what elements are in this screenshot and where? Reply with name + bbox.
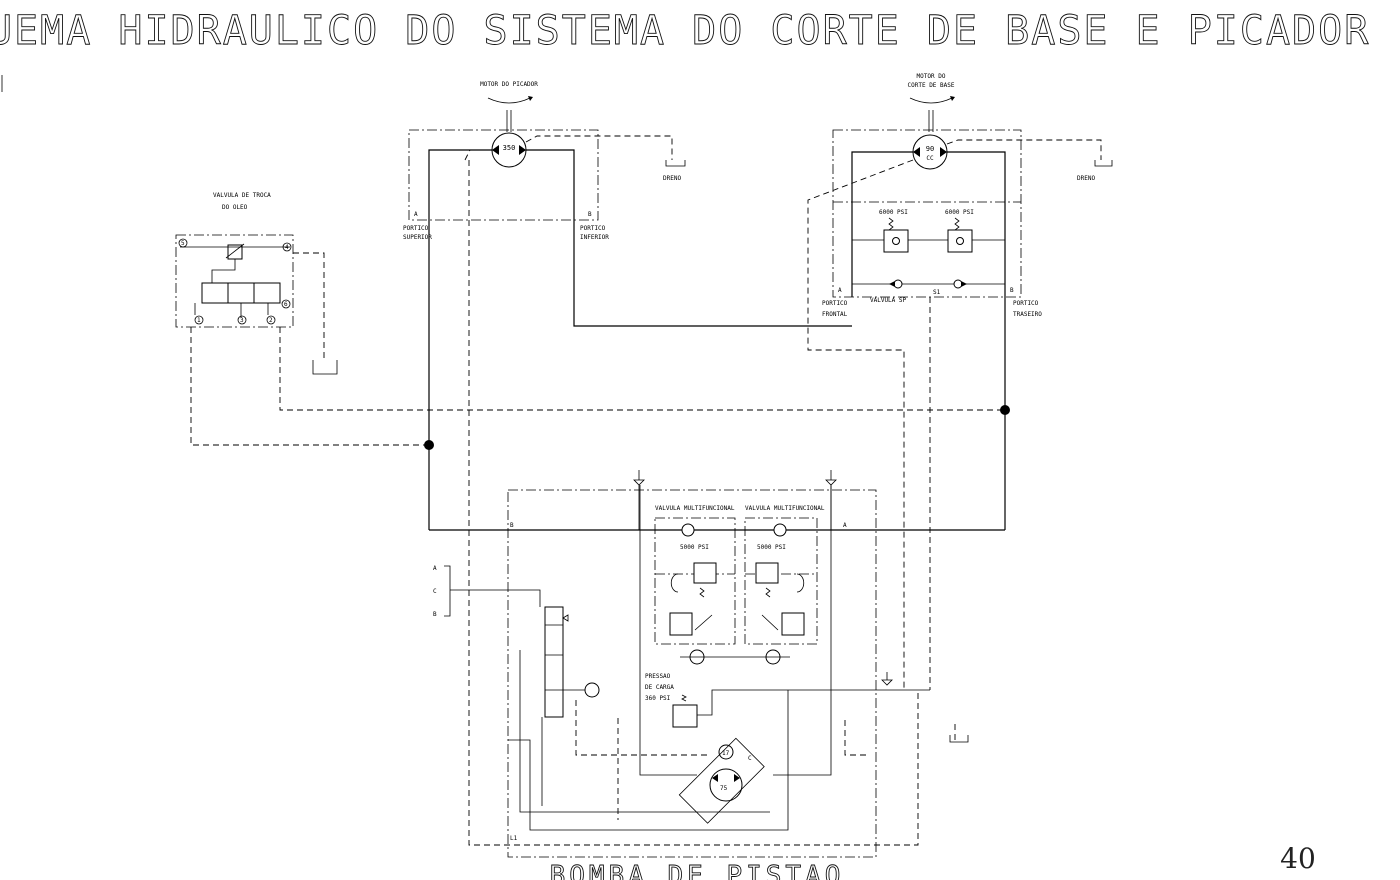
svg-text:17: 17 <box>722 750 730 757</box>
svg-text:A: A <box>433 565 437 572</box>
chopper-motor-displacement: 350 <box>503 144 516 152</box>
base-cutter-label-1: MOTOR DO <box>917 73 946 80</box>
junction-dot <box>424 440 434 450</box>
svg-text:C: C <box>748 755 752 762</box>
relief-5000-right: 5000 PSI <box>757 544 786 551</box>
svg-text:A: A <box>843 522 847 529</box>
charge-pump <box>718 744 734 760</box>
svg-text:B: B <box>433 611 437 618</box>
rotation-arrow <box>487 97 531 104</box>
multifunction-valve-right-label: VALVULA MULTIFUNCIONAL <box>745 505 825 512</box>
schematic-title: ESQUEMA HIDRAULICO DO SISTEMA DO CORTE D… <box>0 8 1370 54</box>
junction-dot <box>1000 405 1010 415</box>
svg-text:C: C <box>433 588 437 595</box>
relief-6000-left: 6000 PSI <box>879 209 908 216</box>
svg-text:A: A <box>414 211 418 218</box>
svg-text:75: 75 <box>720 785 728 792</box>
chopper-motor-housing <box>408 129 599 221</box>
svg-text:CC: CC <box>926 155 934 162</box>
svg-text:S1: S1 <box>933 289 941 296</box>
piston-pump-group: B A L1 VALVULA MULTIFUNCIONAL VALVULA MU… <box>433 470 969 858</box>
svg-text:4: 4 <box>285 244 289 251</box>
svg-text:3: 3 <box>240 317 244 324</box>
pump-housing <box>507 489 877 858</box>
svg-text:SUPERIOR: SUPERIOR <box>403 234 432 241</box>
svg-text:2: 2 <box>269 317 273 324</box>
charge-pressure-label-2: DE CARGA <box>645 684 674 691</box>
page-number: 40 <box>1280 842 1316 875</box>
svg-text:FRONTAL: FRONTAL <box>822 311 848 318</box>
base-cutter-drain-label: DRENO <box>1077 175 1095 182</box>
port-superior-label: PORTICO <box>403 225 429 232</box>
port-inferior-label: PORTICO <box>580 225 606 232</box>
relief-5000-left: 5000 PSI <box>680 544 709 551</box>
base-cutter-housing <box>832 129 1022 298</box>
oil-valve-label-1: VALVULA DE TROCA <box>213 192 271 199</box>
chopper-motor-label: MOTOR DO PICADOR <box>480 81 538 88</box>
valve-sp-label: VALVULA SP <box>870 297 907 304</box>
svg-text:5: 5 <box>181 240 185 247</box>
port-traseiro-label: PORTICO <box>1013 300 1039 307</box>
oil-valve-housing <box>175 234 294 328</box>
svg-text:B: B <box>510 522 514 529</box>
pump-title: BOMBA DE PISTAO <box>550 861 845 880</box>
chopper-motor-group: MOTOR DO PICADOR 350 DRENO A B PORTICO S… <box>403 81 852 530</box>
base-cutter-label-2: CORTE DE BASE <box>908 82 955 89</box>
chopper-drain-label: DRENO <box>663 175 681 182</box>
chopper-line-b <box>526 149 852 327</box>
multifunction-valve-left-label: VALVULA MULTIFUNCIONAL <box>655 505 735 512</box>
relief-6000-right: 6000 PSI <box>945 209 974 216</box>
charge-relief-valve <box>672 704 698 728</box>
svg-text:B: B <box>1010 287 1014 294</box>
oil-exchange-valve-group: VALVULA DE TROCA DO OLEO 5 4 6 1 3 2 <box>175 192 1005 446</box>
chopper-line-a <box>428 149 492 530</box>
svg-text:90: 90 <box>926 145 934 153</box>
svg-text:B: B <box>588 211 592 218</box>
control-spool <box>544 606 564 718</box>
svg-text:INFERIOR: INFERIOR <box>580 234 609 241</box>
oil-valve-label-2: DO OLEO <box>222 204 248 211</box>
charge-pressure-label-3: 360 PSI <box>645 695 671 702</box>
svg-text:1: 1 <box>197 317 201 324</box>
svg-text:6: 6 <box>284 301 288 308</box>
port-frontal-label: PORTICO <box>822 300 848 307</box>
charge-pressure-label-1: PRESSAO <box>645 673 671 680</box>
svg-text:TRASEIRO: TRASEIRO <box>1013 311 1042 318</box>
base-cutter-motor-group: MOTOR DO CORTE DE BASE 90 CC DRENO 6000 … <box>807 73 1113 690</box>
svg-text:L1: L1 <box>510 835 518 842</box>
svg-text:A: A <box>838 287 842 294</box>
